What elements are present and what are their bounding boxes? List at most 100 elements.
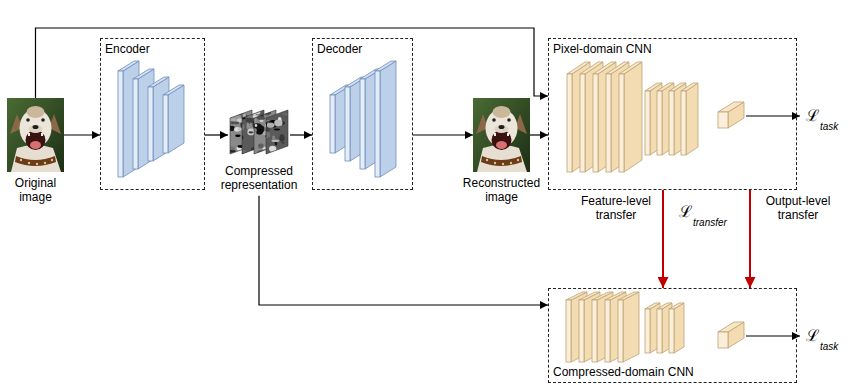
layer-slab <box>718 322 744 348</box>
slab-face <box>669 303 684 309</box>
edge-label-holder: Output-level transfer <box>756 194 840 223</box>
edge-label-holder: Feature-level transfer <box>573 194 659 223</box>
map-texture <box>231 122 239 125</box>
slab-face <box>375 61 396 71</box>
image-caption: Original image <box>4 176 68 205</box>
layer-slab <box>669 303 684 353</box>
label-holder: ℒ <box>679 203 692 221</box>
map-texture <box>227 125 234 131</box>
slab-face <box>618 292 639 300</box>
map-texture <box>253 106 262 114</box>
loss-subscript: task <box>820 122 838 132</box>
slab-face <box>645 309 650 353</box>
slab-face <box>674 303 684 353</box>
slab-face <box>650 83 662 155</box>
slab-face <box>148 77 169 87</box>
map-texture <box>261 109 268 112</box>
edge-label: Output-level transfer <box>756 194 840 223</box>
slab-face <box>605 300 610 362</box>
layer-slab <box>375 61 396 177</box>
map-texture <box>282 149 286 153</box>
flow-arrow <box>205 134 228 135</box>
layer-slab <box>669 83 686 155</box>
map-outline <box>266 110 288 154</box>
slab-face <box>118 61 139 71</box>
slab-face <box>619 74 624 172</box>
map-texture <box>241 124 244 130</box>
transfer-arrow <box>662 190 664 288</box>
map-ground <box>266 110 288 154</box>
slab-face <box>380 61 396 177</box>
flow-arrow <box>530 134 548 135</box>
layer-slab <box>619 62 642 172</box>
slab-face <box>718 332 728 348</box>
slab-face <box>163 85 184 95</box>
slab-face <box>669 91 674 155</box>
map-texture <box>264 108 268 113</box>
map-texture <box>271 140 279 143</box>
map-texture <box>238 128 242 131</box>
label-holder: transfer <box>693 212 727 230</box>
slab-face <box>657 91 662 155</box>
output-arrow <box>746 335 800 336</box>
layer-slab <box>618 292 639 362</box>
transfer-arrow <box>749 190 751 288</box>
layer-slab <box>133 69 154 169</box>
encoder-box: Encoder <box>100 38 205 190</box>
slab-face <box>153 77 169 161</box>
flow-arrow <box>36 28 549 98</box>
map-texture <box>257 129 263 134</box>
layer-slab <box>657 83 674 155</box>
map-texture <box>264 109 267 113</box>
slab-face <box>681 91 686 155</box>
slab-face <box>662 83 674 155</box>
slab-face <box>580 74 585 172</box>
decoder-layers <box>330 61 396 177</box>
slab-face <box>133 79 138 169</box>
label-holder: task <box>820 336 838 354</box>
flow-arrow <box>259 196 548 305</box>
map-texture <box>267 123 275 128</box>
layer-slab <box>579 292 600 362</box>
slab-face <box>718 102 744 112</box>
label-holder: ℒ <box>806 107 819 125</box>
layer-slab <box>163 85 184 153</box>
box-title: Decoder <box>313 39 366 59</box>
slab-face <box>330 95 335 153</box>
layer-slab <box>645 83 662 155</box>
slab-face <box>718 322 744 332</box>
flow-arrow <box>64 134 100 135</box>
map-texture <box>269 146 276 152</box>
slab-face <box>657 309 662 353</box>
image-node: Compressed representation <box>228 106 290 193</box>
map-texture <box>258 143 264 148</box>
encoder-layers <box>118 61 184 177</box>
map-texture <box>246 118 254 123</box>
pixel-cnn-layers <box>567 62 744 172</box>
slab-face <box>567 74 572 172</box>
box-title: Compressed-domain CNN <box>549 362 698 382</box>
slab-face <box>566 300 571 362</box>
map-texture <box>260 120 264 122</box>
map-texture <box>255 124 258 127</box>
slab-face <box>645 91 650 155</box>
map-texture <box>274 128 280 130</box>
slab-face <box>618 300 623 362</box>
slab-face <box>619 62 642 74</box>
slab-face <box>118 71 123 177</box>
image-area <box>228 106 290 160</box>
compressed-cnn-layers <box>566 292 744 362</box>
original-photo <box>7 98 64 172</box>
loss-symbol: ℒ <box>679 204 692 220</box>
feature-maps <box>226 106 290 157</box>
map-texture <box>279 134 284 141</box>
feature-map <box>262 107 290 154</box>
slab-face <box>360 79 365 169</box>
slab-face <box>624 62 642 172</box>
layer-slab <box>681 83 698 155</box>
slab-face <box>623 292 639 362</box>
